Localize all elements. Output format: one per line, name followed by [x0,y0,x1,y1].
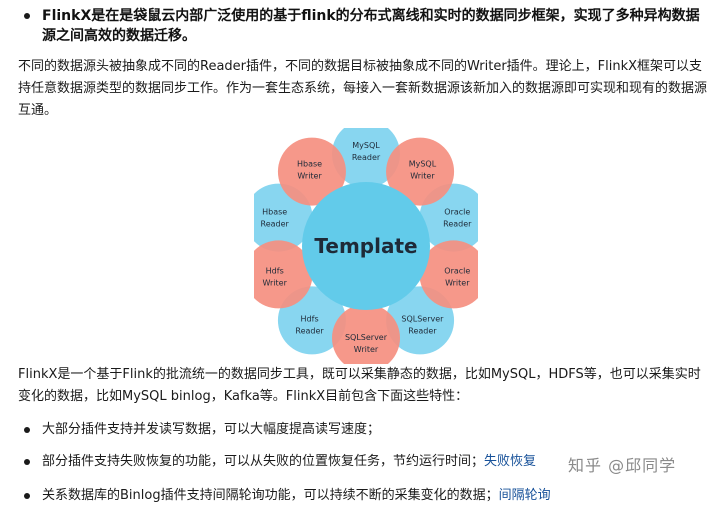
feature-text: 大部分插件支持并发读写数据，可以大幅度提高读写速度； [42,422,381,437]
plugin-node-label: Writer [354,345,379,354]
plugin-node-label: SQLServer [401,315,444,324]
plugin-node-label: Reader [443,219,472,228]
plugin-node-label: Writer [297,171,322,180]
plugin-node-label: Hdfs [266,267,284,276]
feature-text: 部分插件支持失败恢复的功能，可以从失败的位置恢复任务，节约运行时间；失败恢复 [42,452,536,472]
feature-text: 关系数据库的Binlog插件支持间隔轮询功能，可以持续不断的采集变化的数据；间隔… [42,486,551,506]
interval-polling-link[interactable]: 间隔轮询 [498,488,551,503]
failure-recovery-link[interactable]: 失败恢复 [484,454,537,469]
plugin-node-label: MySQL [352,141,380,150]
intro-bullet: FlinkX是在是袋鼠云内部广泛使用的基于flink的分布式离线和实时的数据同步… [24,6,706,46]
plugin-node-circle [244,240,313,309]
paragraph-flinkx-intro: FlinkX是一个基于Flink的批流统一的数据同步工具，既可以采集静态的数据，… [18,367,701,404]
template-label: Template [314,234,417,258]
feature-text-body: 关系数据库的Binlog插件支持间隔轮询功能，可以持续不断的采集变化的数据； [42,488,499,503]
bullet-dot [24,427,30,433]
plugin-node-label: Reader [408,327,437,336]
plugin-node-circle [332,120,400,188]
plugin-node-label: Oracle [444,207,470,216]
feature-item: 大部分插件支持并发读写数据，可以大幅度提高读写速度； [24,420,706,440]
plugin-node-circle [332,304,400,372]
bullet-dot [24,13,30,19]
template-center-circle [302,182,430,310]
feature-text-body: 部分插件支持失败恢复的功能，可以从失败的位置恢复任务，节约运行时间； [42,454,485,469]
plugin-node-label: Oracle [444,267,470,276]
plugin-node-label: Hbase [262,207,287,216]
plugin-node-label: Writer [262,279,287,288]
plugin-node-label: MySQL [409,159,437,168]
plugin-node-circle [419,240,488,309]
plugin-node-label: Reader [352,153,381,162]
bullet-dot [24,459,30,465]
plugin-node-label: Reader [261,219,290,228]
plugin-node-label: Hdfs [301,315,319,324]
intro-bullet-text: FlinkX是在是袋鼠云内部广泛使用的基于flink的分布式离线和实时的数据同步… [42,8,700,44]
plugin-node-circle [386,137,455,206]
plugin-node-circle [277,137,346,206]
plugin-node-label: SQLServer [345,333,388,342]
plugin-node-label: Hbase [297,159,322,168]
plugin-node-label: Reader [295,327,324,336]
diagram-svg: TemplateMySQLReaderMySQLWriterOracleRead… [244,120,488,372]
feature-item: 部分插件支持失败恢复的功能，可以从失败的位置恢复任务，节约运行时间；失败恢复 [24,452,706,472]
plugin-node-label: Writer [445,279,470,288]
paragraph-plugins: 不同的数据源头被抽象成不同的Reader插件，不同的数据目标被抽象成不同的Wri… [18,59,708,118]
plugin-node-label: Writer [410,171,435,180]
feature-item: 关系数据库的Binlog插件支持间隔轮询功能，可以持续不断的采集变化的数据；间隔… [24,486,706,506]
zhihu-watermark: 知乎 @邱同学 [568,456,677,475]
